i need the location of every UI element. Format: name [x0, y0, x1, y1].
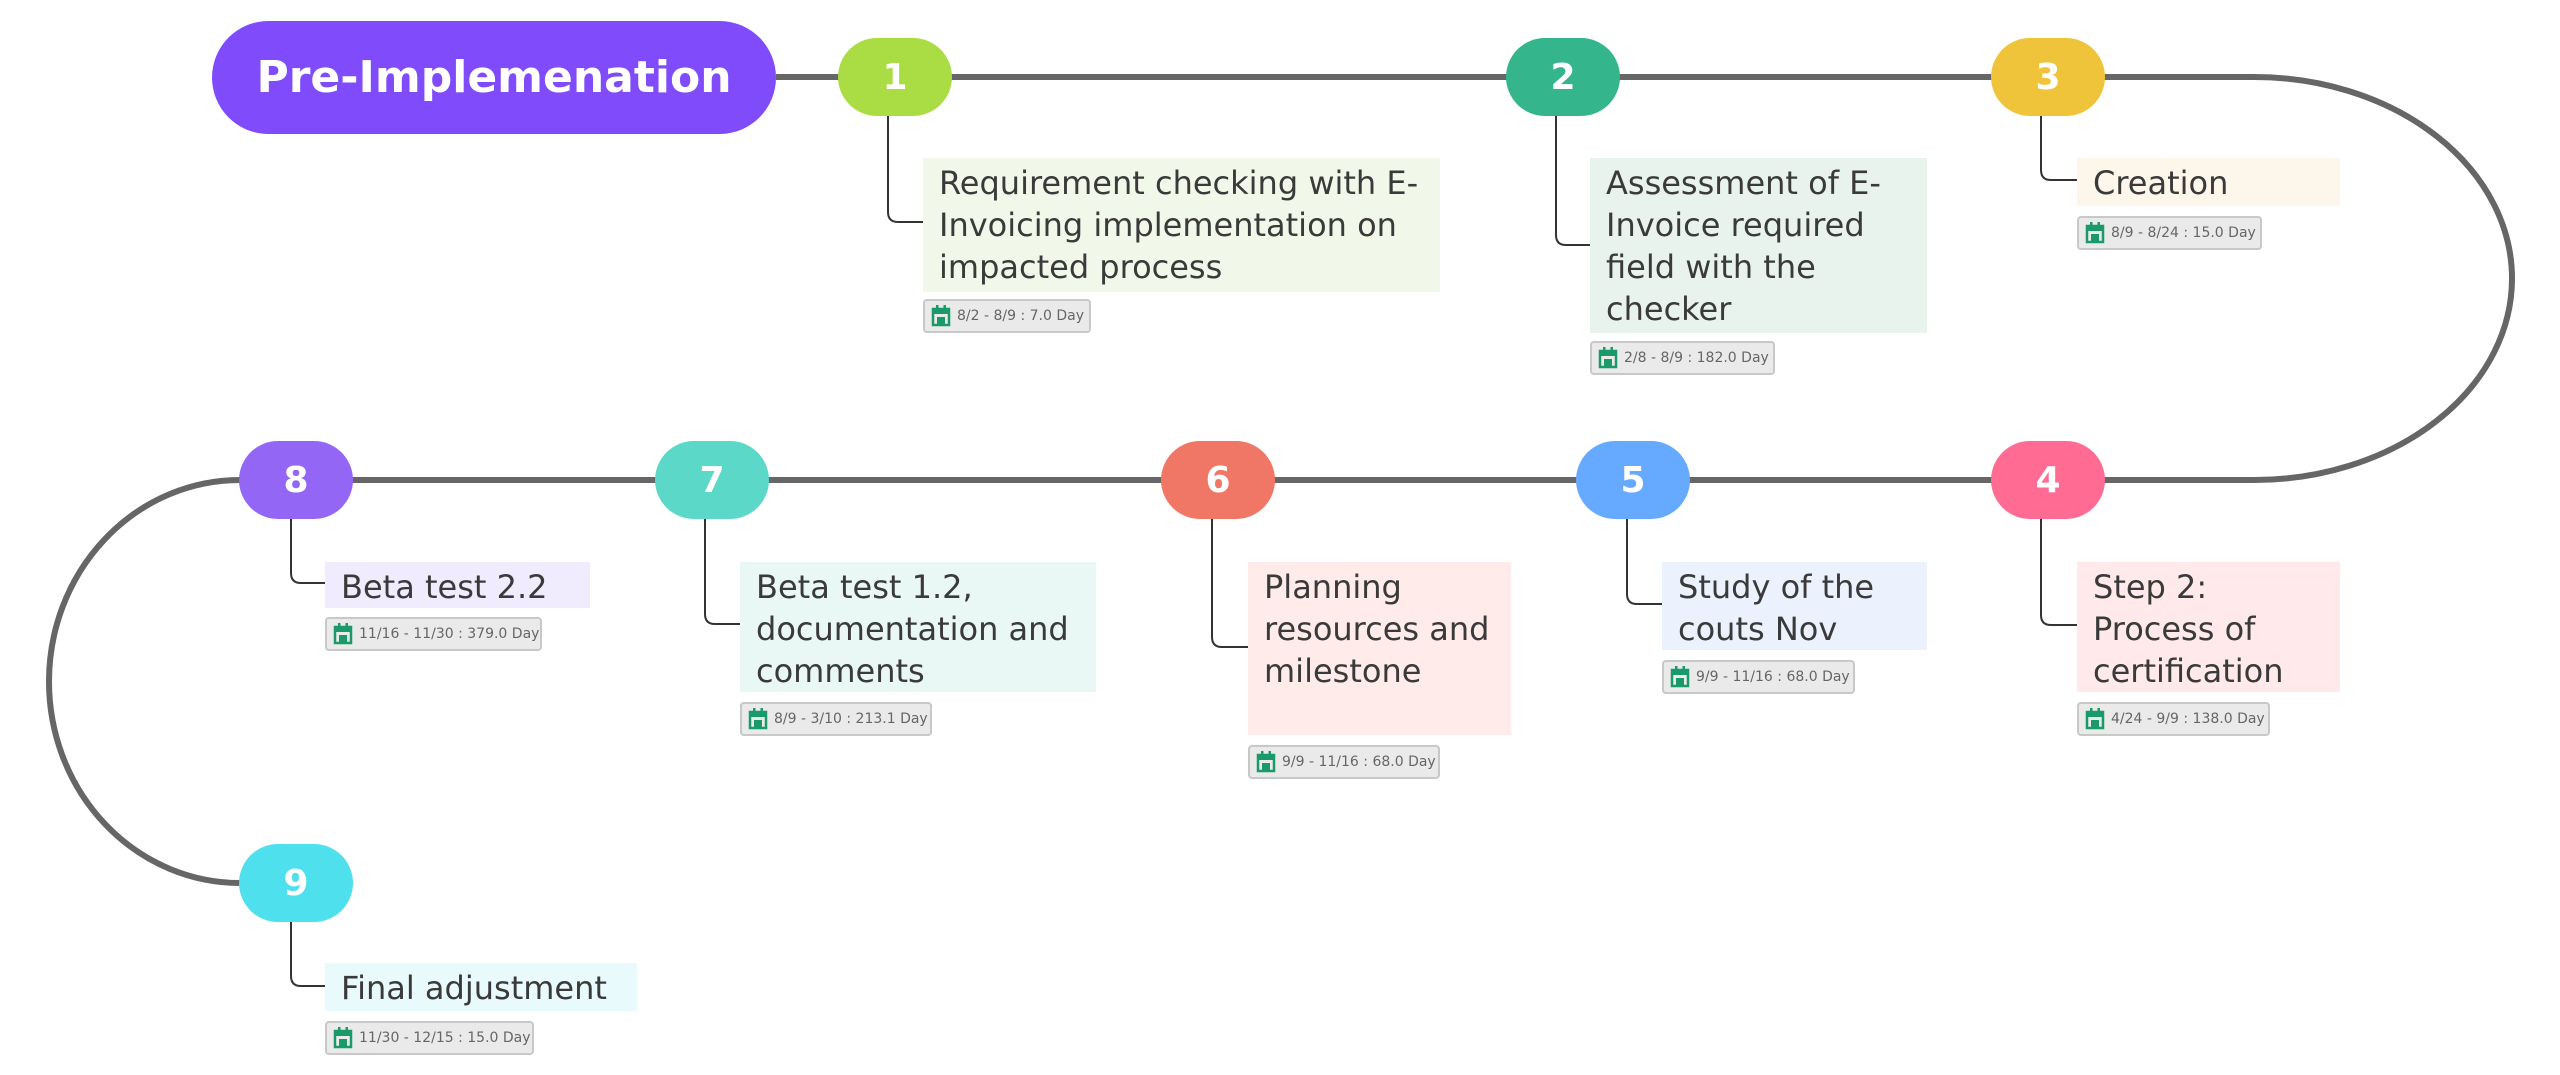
calendar-icon	[1256, 751, 1276, 773]
branch-connector	[1211, 519, 1248, 648]
date-text: 4/24 - 9/9 : 138.0 Day	[2111, 711, 2265, 727]
branch-connector	[1626, 519, 1662, 605]
calendar-icon	[333, 623, 353, 645]
date-text: 2/8 - 8/9 : 182.0 Day	[1624, 350, 1769, 366]
branch-connector	[290, 519, 325, 584]
step-2-node[interactable]: 2	[1506, 38, 1620, 116]
date-text: 8/2 - 8/9 : 7.0 Day	[957, 308, 1084, 324]
step-9-node[interactable]: 9	[239, 844, 353, 922]
date-text: 11/30 - 12/15 : 15.0 Day	[359, 1030, 531, 1046]
step-8-label[interactable]: Beta test 2.2	[325, 562, 590, 608]
step-9-label[interactable]: Final adjustment	[325, 963, 637, 1011]
step-3-date-badge: 8/9 - 8/24 : 15.0 Day	[2077, 216, 2262, 250]
step-5-label[interactable]: Study of the couts Nov	[1662, 562, 1927, 650]
step-1-node[interactable]: 1	[838, 38, 952, 116]
step-3-node[interactable]: 3	[1991, 38, 2105, 116]
step-7-node[interactable]: 7	[655, 441, 769, 519]
branch-connector	[1555, 116, 1590, 246]
step-7-label[interactable]: Beta test 1.2, documentation and comment…	[740, 562, 1096, 692]
main-path	[46, 74, 2515, 886]
branch-connector	[887, 116, 923, 223]
step-8-date-badge: 11/16 - 11/30 : 379.0 Day	[325, 617, 542, 651]
calendar-icon	[2085, 708, 2105, 730]
step-2-label[interactable]: Assessment of E-Invoice required field w…	[1590, 158, 1927, 333]
date-text: 11/16 - 11/30 : 379.0 Day	[359, 626, 540, 642]
step-4-label[interactable]: Step 2: Process of certification	[2077, 562, 2340, 692]
date-text: 9/9 - 11/16 : 68.0 Day	[1696, 669, 1850, 685]
root-topic[interactable]: Pre-Implemenation	[212, 21, 776, 134]
step-4-date-badge: 4/24 - 9/9 : 138.0 Day	[2077, 702, 2270, 736]
step-6-node[interactable]: 6	[1161, 441, 1275, 519]
branch-connector	[2040, 116, 2077, 181]
step-1-date-badge: 8/2 - 8/9 : 7.0 Day	[923, 299, 1091, 333]
step-2-date-badge: 2/8 - 8/9 : 182.0 Day	[1590, 341, 1775, 375]
step-4-node[interactable]: 4	[1991, 441, 2105, 519]
branch-connector	[704, 519, 740, 625]
branch-connector	[2040, 519, 2077, 626]
calendar-icon	[333, 1027, 353, 1049]
step-3-label[interactable]: Creation	[2077, 158, 2340, 206]
date-text: 8/9 - 8/24 : 15.0 Day	[2111, 225, 2256, 241]
step-6-date-badge: 9/9 - 11/16 : 68.0 Day	[1248, 745, 1440, 779]
step-9-date-badge: 11/30 - 12/15 : 15.0 Day	[325, 1021, 534, 1055]
calendar-icon	[2085, 222, 2105, 244]
step-5-node[interactable]: 5	[1576, 441, 1690, 519]
calendar-icon	[931, 305, 951, 327]
step-5-date-badge: 9/9 - 11/16 : 68.0 Day	[1662, 660, 1855, 694]
step-1-label[interactable]: Requirement checking with E-Invoicing im…	[923, 158, 1440, 292]
step-7-date-badge: 8/9 - 3/10 : 213.1 Day	[740, 702, 932, 736]
calendar-icon	[1598, 347, 1618, 369]
branch-connector	[290, 922, 325, 987]
date-text: 8/9 - 3/10 : 213.1 Day	[774, 711, 928, 727]
step-8-node[interactable]: 8	[239, 441, 353, 519]
calendar-icon	[748, 708, 768, 730]
date-text: 9/9 - 11/16 : 68.0 Day	[1282, 754, 1436, 770]
step-6-label[interactable]: Planning resources and milestone	[1248, 562, 1511, 735]
calendar-icon	[1670, 666, 1690, 688]
